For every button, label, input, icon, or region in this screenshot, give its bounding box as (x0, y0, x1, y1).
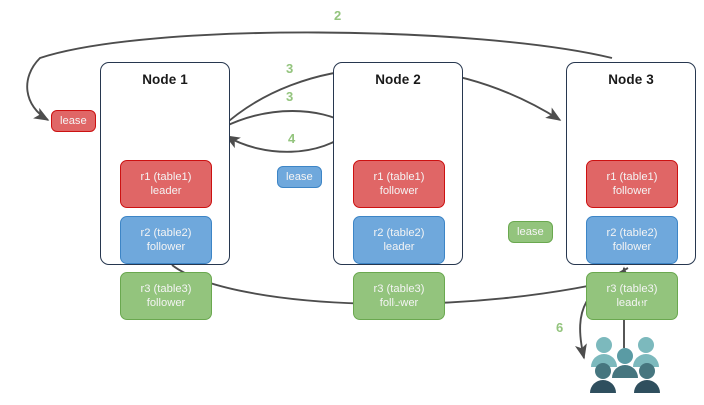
step-label-2: 2 (334, 8, 342, 23)
replica-name: r1 (table1) (606, 171, 658, 183)
replica-name: r1 (table1) (373, 171, 425, 183)
replica-name: r3 (table3) (606, 283, 658, 295)
step-label-6: 6 (556, 320, 564, 335)
node-title: Node 1 (142, 72, 188, 87)
replica-role: follower (379, 297, 419, 309)
node-title: Node 3 (608, 72, 654, 87)
replica-r2[interactable]: r2 (table2) follower (120, 216, 212, 264)
step-label-1: 1 (637, 296, 645, 311)
replica-name: r2 (table2) (606, 227, 658, 239)
node-container-1[interactable]: Node 1 r1 (table1) leader r2 (table2) fo… (100, 62, 230, 320)
step-label-3b: 3 (286, 89, 294, 104)
node-container-3[interactable]: Node 3 r1 (table1) follower r2 (table2) … (566, 62, 696, 320)
replica-name: r3 (table3) (373, 283, 425, 295)
replica-r2[interactable]: r2 (table2) follower (586, 216, 678, 264)
replica-r3[interactable]: r3 (table3) follower (120, 272, 212, 320)
lease-badge-r3[interactable]: lease (508, 221, 553, 243)
replica-r3[interactable]: r3 (table3) follower (353, 272, 445, 320)
replica-name: r2 (table2) (373, 227, 425, 239)
replica-r1[interactable]: r1 (table1) follower (586, 160, 678, 208)
step-label-4: 4 (288, 131, 296, 146)
edge-2 (26, 31, 613, 121)
replica-name: r3 (table3) (140, 283, 192, 295)
replica-r1[interactable]: r1 (table1) leader (120, 160, 212, 208)
replica-role: follower (379, 185, 419, 197)
users-icon (590, 337, 660, 393)
replica-role: leader (616, 297, 648, 309)
replica-role: follower (612, 241, 652, 253)
replica-r1[interactable]: r1 (table1) follower (353, 160, 445, 208)
step-label-3a: 3 (286, 61, 294, 76)
replica-role: follower (146, 241, 186, 253)
replica-role: leader (383, 241, 415, 253)
lease-badge-r1[interactable]: lease (51, 110, 96, 132)
node-title: Node 2 (375, 72, 421, 87)
replica-name: r1 (table1) (140, 171, 192, 183)
replica-name: r2 (table2) (140, 227, 192, 239)
replica-role: leader (150, 185, 182, 197)
replica-r3[interactable]: r3 (table3) leader (586, 272, 678, 320)
lease-badge-r2[interactable]: lease (277, 166, 322, 188)
replica-role: follower (146, 297, 186, 309)
replica-r2[interactable]: r2 (table2) leader (353, 216, 445, 264)
node-container-2[interactable]: Node 2 r1 (table1) follower r2 (table2) … (333, 62, 463, 320)
edge-3-short (221, 110, 350, 129)
step-label-5: 5 (394, 297, 402, 312)
replica-role: follower (612, 185, 652, 197)
